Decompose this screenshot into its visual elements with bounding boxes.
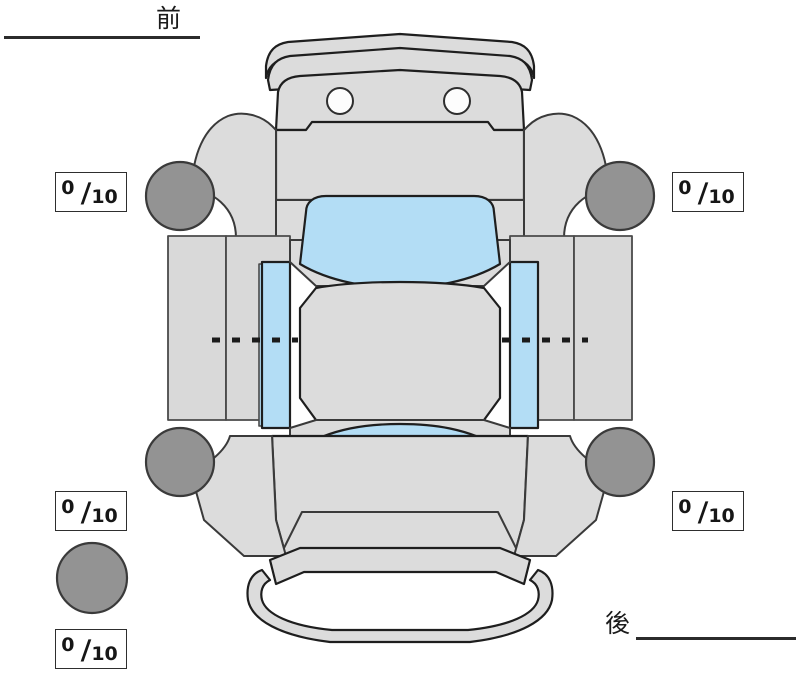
tire-score-spare-content: 0 / 10 xyxy=(56,630,126,668)
rear-direction-label: 後 xyxy=(605,609,631,638)
wheel-front-right xyxy=(584,160,656,232)
left-rear-door-panel xyxy=(167,235,227,421)
rear-bumper xyxy=(246,546,554,644)
front-left-fender xyxy=(191,112,277,263)
wheel-front-left xyxy=(144,160,216,232)
tire-score-rear-left-separator: / xyxy=(80,496,92,528)
roof-panel xyxy=(298,280,502,428)
tire-score-front-right[interactable]: 0 / 10 xyxy=(672,172,744,212)
front-grille-panel xyxy=(274,68,526,132)
tire-score-spare-max: 10 xyxy=(91,643,118,665)
tire-score-front-right-separator: / xyxy=(697,177,709,209)
tire-score-rear-right-max: 10 xyxy=(708,505,735,527)
tire-score-spare-value: 0 xyxy=(61,634,75,656)
wheel-spare xyxy=(55,541,129,615)
tire-score-front-right-max: 10 xyxy=(708,186,735,208)
trunk-panel xyxy=(270,434,530,558)
tire-score-rear-right-content: 0 / 10 xyxy=(673,492,743,530)
tire-score-front-right-value: 0 xyxy=(678,177,692,199)
windshield xyxy=(298,194,502,290)
wheel-rear-right xyxy=(584,426,656,498)
wheel-rear-left xyxy=(144,426,216,498)
tire-score-rear-left-max: 10 xyxy=(91,505,118,527)
right-side-glass xyxy=(508,260,540,430)
tire-score-front-right-content: 0 / 10 xyxy=(673,173,743,211)
tire-score-front-left-max: 10 xyxy=(91,186,118,208)
tire-score-front-left-separator: / xyxy=(80,177,92,209)
right-rear-door-panel xyxy=(573,235,633,421)
tire-score-front-left[interactable]: 0 / 10 xyxy=(55,172,127,212)
front-rule-line xyxy=(4,36,200,39)
headlight-left-icon xyxy=(326,87,354,115)
tire-score-rear-left-content: 0 / 10 xyxy=(56,492,126,530)
tire-score-spare-separator: / xyxy=(80,634,92,666)
front-right-fender xyxy=(523,112,609,263)
left-side-glass xyxy=(258,260,292,430)
tire-score-rear-right-value: 0 xyxy=(678,496,692,518)
tire-score-rear-right[interactable]: 0 / 10 xyxy=(672,491,744,531)
tire-score-front-left-content: 0 / 10 xyxy=(56,173,126,211)
rear-rule-line xyxy=(636,637,796,640)
front-direction-label: 前 xyxy=(156,4,182,33)
tire-score-rear-left-value: 0 xyxy=(61,496,75,518)
tire-score-rear-left[interactable]: 0 / 10 xyxy=(55,491,127,531)
tire-score-front-left-value: 0 xyxy=(61,177,75,199)
tire-score-rear-right-separator: / xyxy=(697,496,709,528)
headlight-right-icon xyxy=(443,87,471,115)
tire-score-spare[interactable]: 0 / 10 xyxy=(55,629,127,669)
